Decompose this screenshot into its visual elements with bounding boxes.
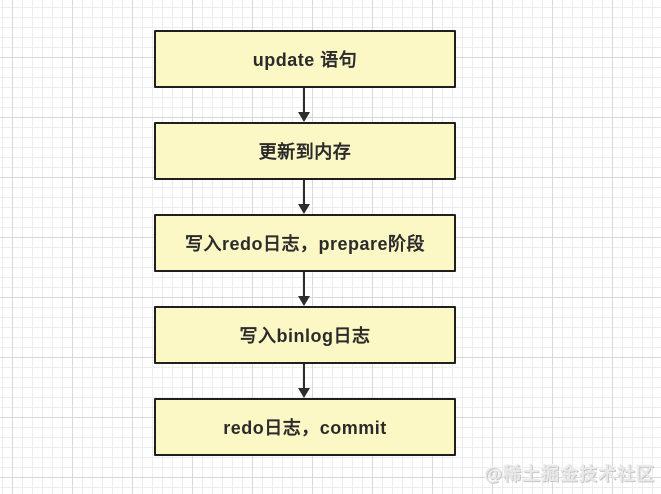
flow-node-label: 写入redo日志，prepare阶段 — [184, 234, 426, 254]
arrow-head — [298, 204, 310, 214]
watermark: @稀土掘金技术社区 — [484, 464, 655, 484]
arrow-shaft — [303, 364, 305, 388]
flow-node-label: redo日志，commit — [223, 418, 387, 438]
flow-node-update-statement: update 语句 — [154, 30, 456, 88]
flow-node-redo-prepare: 写入redo日志，prepare阶段 — [154, 214, 456, 272]
arrow-shaft — [303, 180, 305, 204]
arrow-down-icon — [296, 88, 312, 122]
arrow-down-icon — [296, 364, 312, 398]
arrow-head — [298, 112, 310, 122]
arrow-down-icon — [296, 180, 312, 214]
arrow-shaft — [303, 272, 305, 296]
arrow-head — [298, 296, 310, 306]
flow-node-binlog: 写入binlog日志 — [154, 306, 456, 364]
flow-node-label: update 语句 — [252, 50, 358, 70]
flow-node-update-memory: 更新到内存 — [154, 122, 456, 180]
flow-node-redo-commit: redo日志，commit — [154, 398, 456, 456]
flow-node-label: 写入binlog日志 — [239, 326, 371, 346]
arrow-head — [298, 388, 310, 398]
flow-node-label: 更新到内存 — [258, 142, 352, 162]
arrow-down-icon — [296, 272, 312, 306]
arrow-shaft — [303, 88, 305, 112]
